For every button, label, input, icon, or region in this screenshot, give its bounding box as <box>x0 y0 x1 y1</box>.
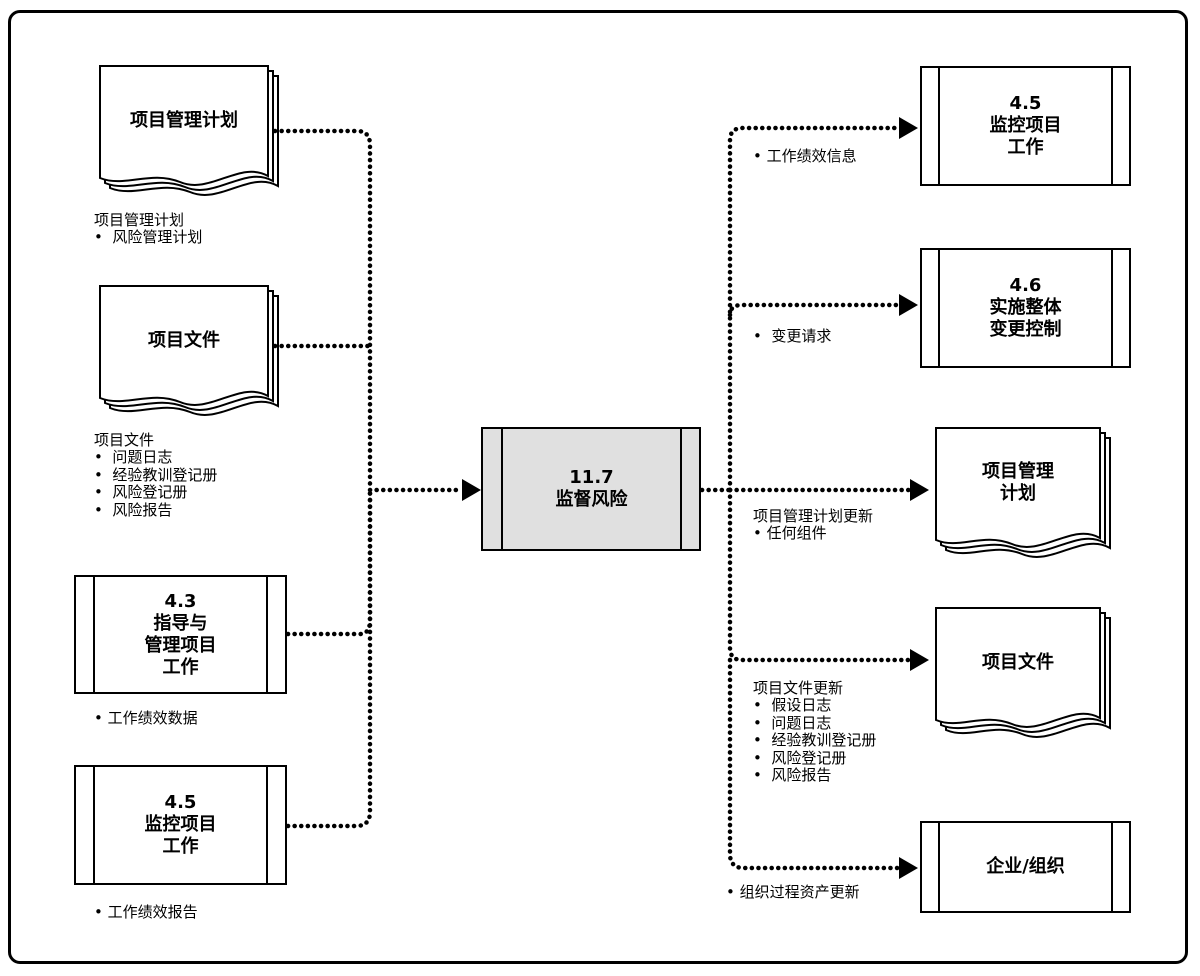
connector-out-4-5 <box>727 125 903 493</box>
input-process-4-5-box <box>74 765 287 885</box>
output-process-4-6-title: 4.6 实施整体 变更控制 <box>989 275 1062 340</box>
input-pm-plan-document <box>99 65 279 196</box>
arrowhead-out-4-5 <box>899 117 918 139</box>
output-process-4-5-title: 4.5 监控项目 工作 <box>989 93 1062 158</box>
connector-input-pm-plan <box>272 128 373 493</box>
input-pm-plan-title: 项目管理计划 <box>130 110 238 131</box>
output-pm-plan-title: 项目管理 计划 <box>982 461 1054 504</box>
output-project-docs-label: 项目文件更新 • 假设日志 • 问题日志 • 经验教训登记册 • 风险登记册 •… <box>753 679 877 785</box>
output-enterprise-label: • 组织过程资产更新 <box>726 883 860 901</box>
output-pm-plan-document <box>935 427 1111 558</box>
input-process-4-3-box <box>74 575 287 694</box>
input-process-4-3-label: • 工作绩效数据 <box>94 709 198 727</box>
input-project-docs-title: 项目文件 <box>148 330 220 351</box>
input-pm-plan-label: 项目管理计划 • 风险管理计划 <box>94 211 203 247</box>
connector-out-4-6 <box>727 302 903 318</box>
output-process-4-5-box <box>920 66 1131 186</box>
arrowhead-into-center <box>462 479 481 501</box>
connector-input-4-3 <box>285 487 373 637</box>
connector-input-4-5 <box>285 487 373 829</box>
output-enterprise-box <box>920 821 1131 913</box>
output-process-4-6-box <box>920 248 1131 368</box>
arrowhead-out-4-6 <box>899 294 918 316</box>
output-project-docs-title: 项目文件 <box>982 652 1054 673</box>
input-process-4-3-title: 4.3 指导与 管理项目 工作 <box>144 590 217 678</box>
output-process-4-5-label: • 工作绩效信息 <box>753 147 857 165</box>
output-enterprise-title: 企业/组织 <box>986 856 1065 877</box>
diagram-frame <box>8 10 1188 964</box>
input-project-docs-label: 项目文件 • 问题日志 • 经验教训登记册 • 风险登记册 • 风险报告 <box>94 431 218 519</box>
arrowhead-out-pm-plan <box>910 479 929 501</box>
input-process-4-5-label: • 工作绩效报告 <box>94 903 198 921</box>
connector-out-enterprise <box>727 657 903 871</box>
arrowhead-out-enterprise <box>899 857 918 879</box>
input-process-4-5-title: 4.5 监控项目 工作 <box>144 792 217 857</box>
output-process-4-6-label: • 变更请求 <box>753 327 832 345</box>
output-pm-plan-label: 项目管理计划更新 • 任何组件 <box>753 507 874 543</box>
output-project-docs-document <box>935 607 1111 738</box>
center-process-title: 11.7 监督风险 <box>555 467 628 510</box>
input-project-docs-document <box>99 285 279 416</box>
connector-out-project-docs <box>727 487 915 663</box>
arrowhead-out-project-docs <box>910 649 929 671</box>
